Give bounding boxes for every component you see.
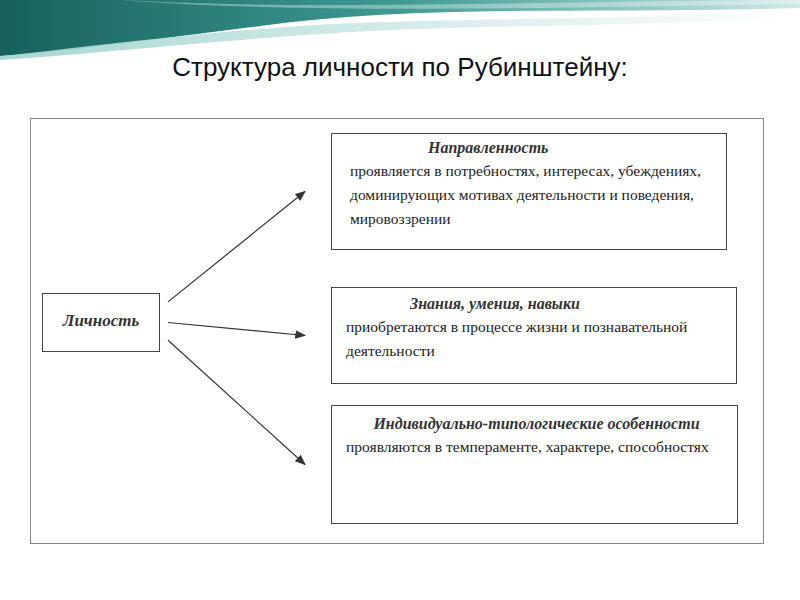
box-heading: Индивидуально-типологические особенности xyxy=(346,414,727,433)
box-heading: Направленность xyxy=(350,138,716,157)
arrow-connector xyxy=(168,192,305,302)
box-description: проявляются в темпераменте, характере, с… xyxy=(346,435,727,459)
root-box: Личность xyxy=(42,293,160,352)
component-box: Индивидуально-типологические особенности… xyxy=(331,405,738,524)
arrow-connector xyxy=(168,340,305,464)
box-label: Личность xyxy=(49,311,153,331)
diagram-panel xyxy=(31,119,764,544)
component-box: Направленность проявляется в потребностях… xyxy=(331,133,727,250)
component-box: Знания, умения, навыки приобретаются в пр… xyxy=(331,287,737,384)
arrow-connector xyxy=(168,323,305,336)
box-description: приобретаются в процессе жизни и познава… xyxy=(346,315,726,363)
box-description: проявляется в потребностях, интересах, у… xyxy=(350,159,716,231)
box-heading: Знания, умения, навыки xyxy=(346,294,726,313)
banner-wave xyxy=(120,0,800,9)
diagram-title: Структура личности по Рубинштейну: xyxy=(0,52,800,83)
